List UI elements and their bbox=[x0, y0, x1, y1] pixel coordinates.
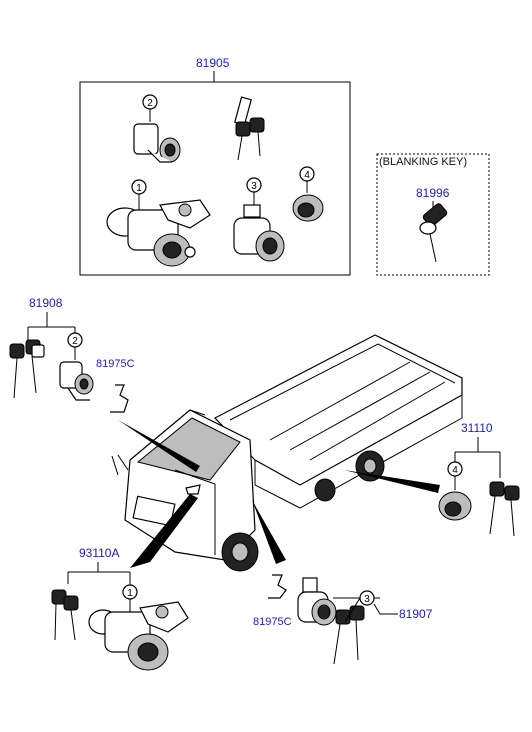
part-number-81975c-bottom[interactable]: 81975C bbox=[253, 616, 292, 628]
retainer-clip-top bbox=[110, 384, 129, 413]
part-number-81996[interactable]: 81996 bbox=[416, 186, 450, 200]
tailgate-lock-cylinder bbox=[233, 177, 285, 262]
part-number-81908[interactable]: 81908 bbox=[29, 296, 63, 310]
truck-illustration bbox=[111, 334, 463, 572]
blanking-key bbox=[419, 203, 448, 263]
callout-1-bottom: 1 bbox=[127, 588, 133, 599]
tailgate-lock-bottom bbox=[297, 577, 337, 626]
callout-3-box: 3 bbox=[251, 181, 257, 192]
part-number-81907[interactable]: 81907 bbox=[399, 607, 433, 621]
door-lock-cylinder-left bbox=[59, 332, 94, 401]
callout-4-box: 4 bbox=[304, 170, 310, 181]
callout-1-box: 1 bbox=[136, 183, 142, 194]
key-set-left bbox=[9, 339, 45, 399]
blanking-key-box bbox=[376, 153, 490, 276]
kit-box-81905 bbox=[79, 81, 351, 276]
part-number-81905[interactable]: 81905 bbox=[196, 56, 230, 70]
fuel-cap-right bbox=[438, 461, 472, 521]
part-number-93110a[interactable]: 93110A bbox=[79, 546, 119, 560]
retainer-clip-bottom bbox=[268, 574, 287, 599]
ignition-lock bbox=[106, 179, 211, 267]
leader-tailgate bbox=[252, 500, 286, 564]
leader-door-lock bbox=[118, 420, 200, 472]
fuel-cap bbox=[292, 166, 324, 222]
leader-fuel-cap bbox=[344, 470, 440, 493]
callout-4-right: 4 bbox=[452, 465, 458, 476]
door-lock-cylinder bbox=[133, 94, 181, 163]
part-number-81975c-top[interactable]: 81975C bbox=[96, 358, 135, 370]
callout-3-bottom: 3 bbox=[364, 594, 370, 605]
key-set-box bbox=[234, 96, 265, 161]
callout-2-left: 2 bbox=[72, 336, 78, 347]
callout-2-box: 2 bbox=[147, 98, 153, 109]
key-set-bottom-right bbox=[333, 605, 365, 665]
key-set-bottom-left bbox=[51, 589, 79, 641]
blanking-key-label: (BLANKING KEY) bbox=[379, 156, 467, 168]
leader-ignition bbox=[130, 494, 198, 568]
part-number-31110[interactable]: 31110 bbox=[461, 421, 493, 435]
key-set-right bbox=[489, 481, 520, 537]
ignition-lock-bottom bbox=[88, 584, 189, 671]
